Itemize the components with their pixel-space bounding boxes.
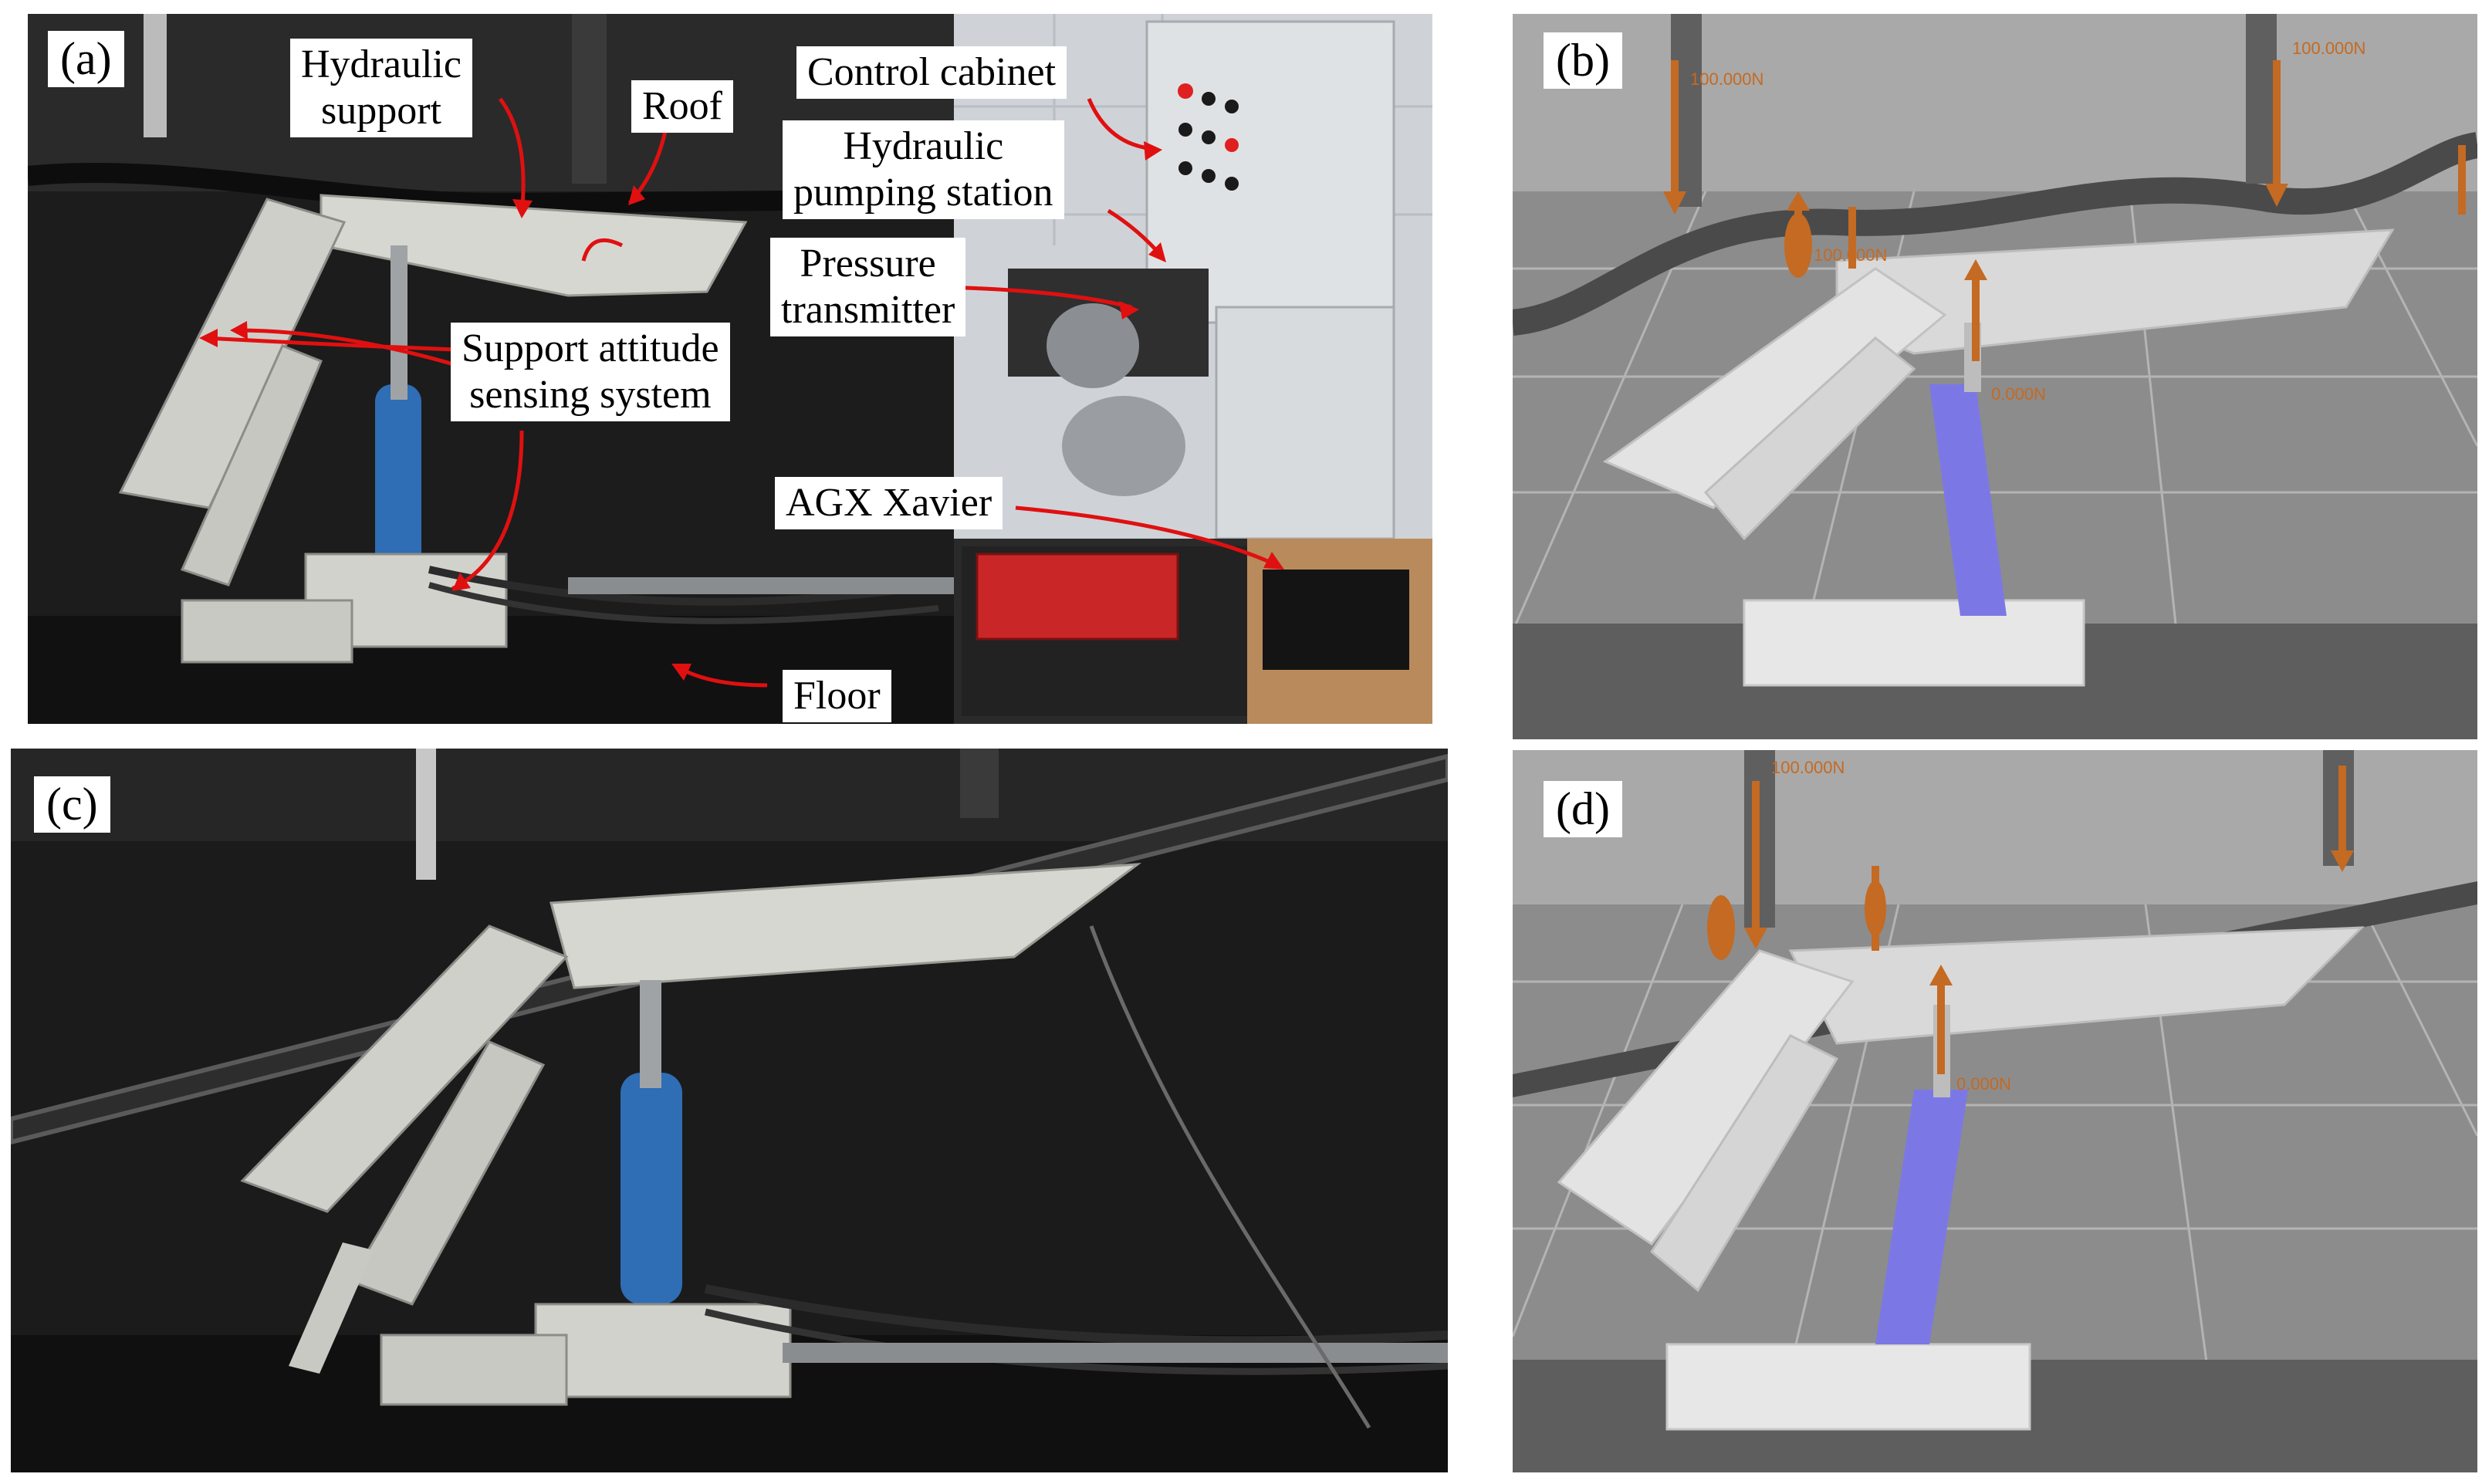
label-hydraulic-support-line2: support [320,88,441,133]
sim-hydraulic-leg-d [1875,1090,1968,1344]
label-agx-xavier: AGX Xavier [775,477,1003,529]
canopy-c [549,863,1141,989]
panel-tag-c: (c) [34,776,110,833]
hydraulic-leg-c [620,1073,682,1304]
label-hydraulic-pumping-station: Hydraulic pumping station [783,120,1064,219]
force-readout-d1: 100.000N [1771,758,1845,777]
annotation-arrows [205,97,1280,688]
force-readout-2: 100.000N [2292,39,2365,58]
panel-a-photo: (a) Hydraulic support Roof Control cabin… [28,14,1432,724]
label-roof: Roof [631,80,733,133]
panel-tag-a: (a) [48,31,124,87]
label-support-attitude-sensing-system: Support attitude sensing system [451,323,730,421]
label-pressure-transmitter: Pressure transmitter [770,238,966,336]
label-hydraulic-pumping-station-line2: pumping station [793,170,1053,215]
remote-controller [976,553,1179,641]
label-pressure-transmitter-line1: Pressure [800,242,936,286]
label-support-attitude-line2: sensing system [469,372,712,417]
force-readout-1: 100.000N [1690,69,1763,89]
label-pressure-transmitter-line2: transmitter [781,287,955,332]
label-hydraulic-pumping-station-line1: Hydraulic [843,124,1004,168]
panel-c-scene [11,749,1448,1472]
force-readout-4: 0.000N [1991,384,2046,404]
panel-d-simulation: 100.000N 0.000N (d) [1513,750,2477,1472]
label-control-cabinet: Control cabinet [796,46,1067,99]
label-hydraulic-support: Hydraulic support [290,39,472,137]
sim-hydraulic-leg [1929,384,2007,616]
panel-d-scene: 100.000N 0.000N [1513,750,2477,1472]
force-readout-d2: 0.000N [1956,1074,2011,1094]
label-floor: Floor [783,670,891,722]
label-support-attitude-line1: Support attitude [462,326,719,370]
force-readout-3: 100.000N [1814,245,1887,265]
panel-b-scene: 100.000N 100.000N 100.000N 0.000N [1513,14,2477,739]
panel-tag-d: (d) [1544,781,1622,837]
panel-tag-b: (b) [1544,32,1622,89]
hydraulic-leg [375,384,421,585]
agx-xavier-box [1263,570,1409,670]
panel-c-photo: (c) [11,749,1448,1472]
panel-b-simulation: 100.000N 100.000N 100.000N 0.000N (b) [1513,14,2477,739]
label-hydraulic-support-line1: Hydraulic [301,42,462,86]
